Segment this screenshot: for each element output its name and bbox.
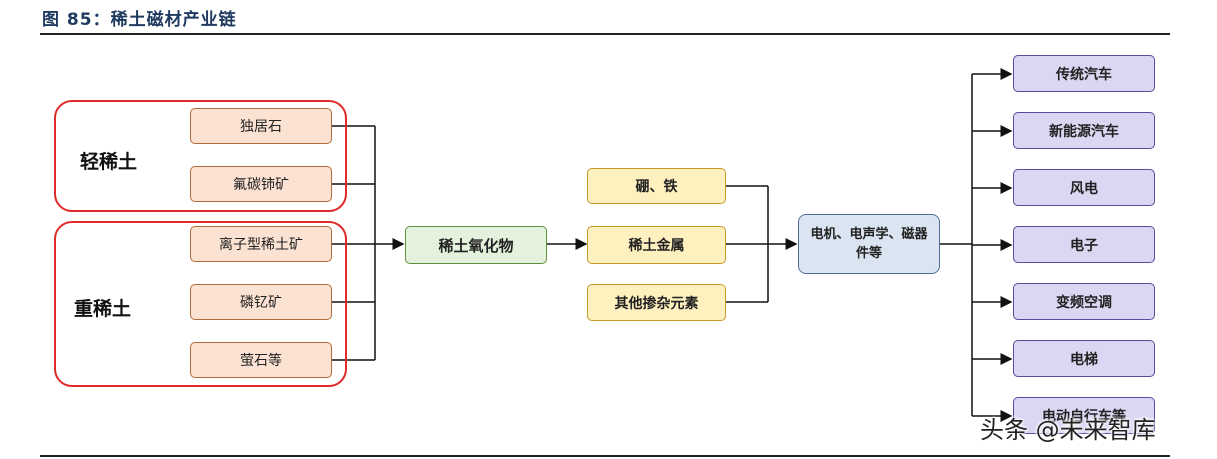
light-rare-earth-label: 轻稀土 <box>80 151 138 173</box>
app-elevator: 电梯 <box>1013 340 1155 377</box>
top-rule <box>40 33 1170 35</box>
figure-title: 图 85：稀土磁材产业链 <box>42 10 237 30</box>
components-box: 电机、电声学、磁器件等 <box>798 214 940 274</box>
heavy-rare-earth-label: 重稀土 <box>74 298 132 320</box>
ore-fluorite: 萤石等 <box>190 342 332 378</box>
heavy-rare-earth-group <box>54 221 347 387</box>
ore-ionic-clay: 离子型稀土矿 <box>190 226 332 262</box>
ore-monazite: 独居石 <box>190 108 332 144</box>
ore-xenotime: 磷钇矿 <box>190 284 332 320</box>
light-rare-earth-group <box>54 100 347 212</box>
app-wind-power: 风电 <box>1013 169 1155 206</box>
material-rare-earth-metal: 稀土金属 <box>587 226 726 264</box>
app-electronics: 电子 <box>1013 226 1155 263</box>
app-inverter-ac: 变频空调 <box>1013 283 1155 320</box>
rare-earth-oxide-box: 稀土氧化物 <box>405 226 547 264</box>
app-e-bike: 电动自行车等 <box>1013 397 1155 434</box>
app-new-energy-car: 新能源汽车 <box>1013 112 1155 149</box>
bottom-rule <box>40 455 1170 457</box>
watermark: 头条 @未来智库 <box>980 416 1156 444</box>
ore-bastnaesite: 氟碳铈矿 <box>190 166 332 202</box>
material-boron-iron: 硼、铁 <box>587 168 726 204</box>
material-other-dopants: 其他掺杂元素 <box>587 284 726 321</box>
app-traditional-car: 传统汽车 <box>1013 55 1155 92</box>
